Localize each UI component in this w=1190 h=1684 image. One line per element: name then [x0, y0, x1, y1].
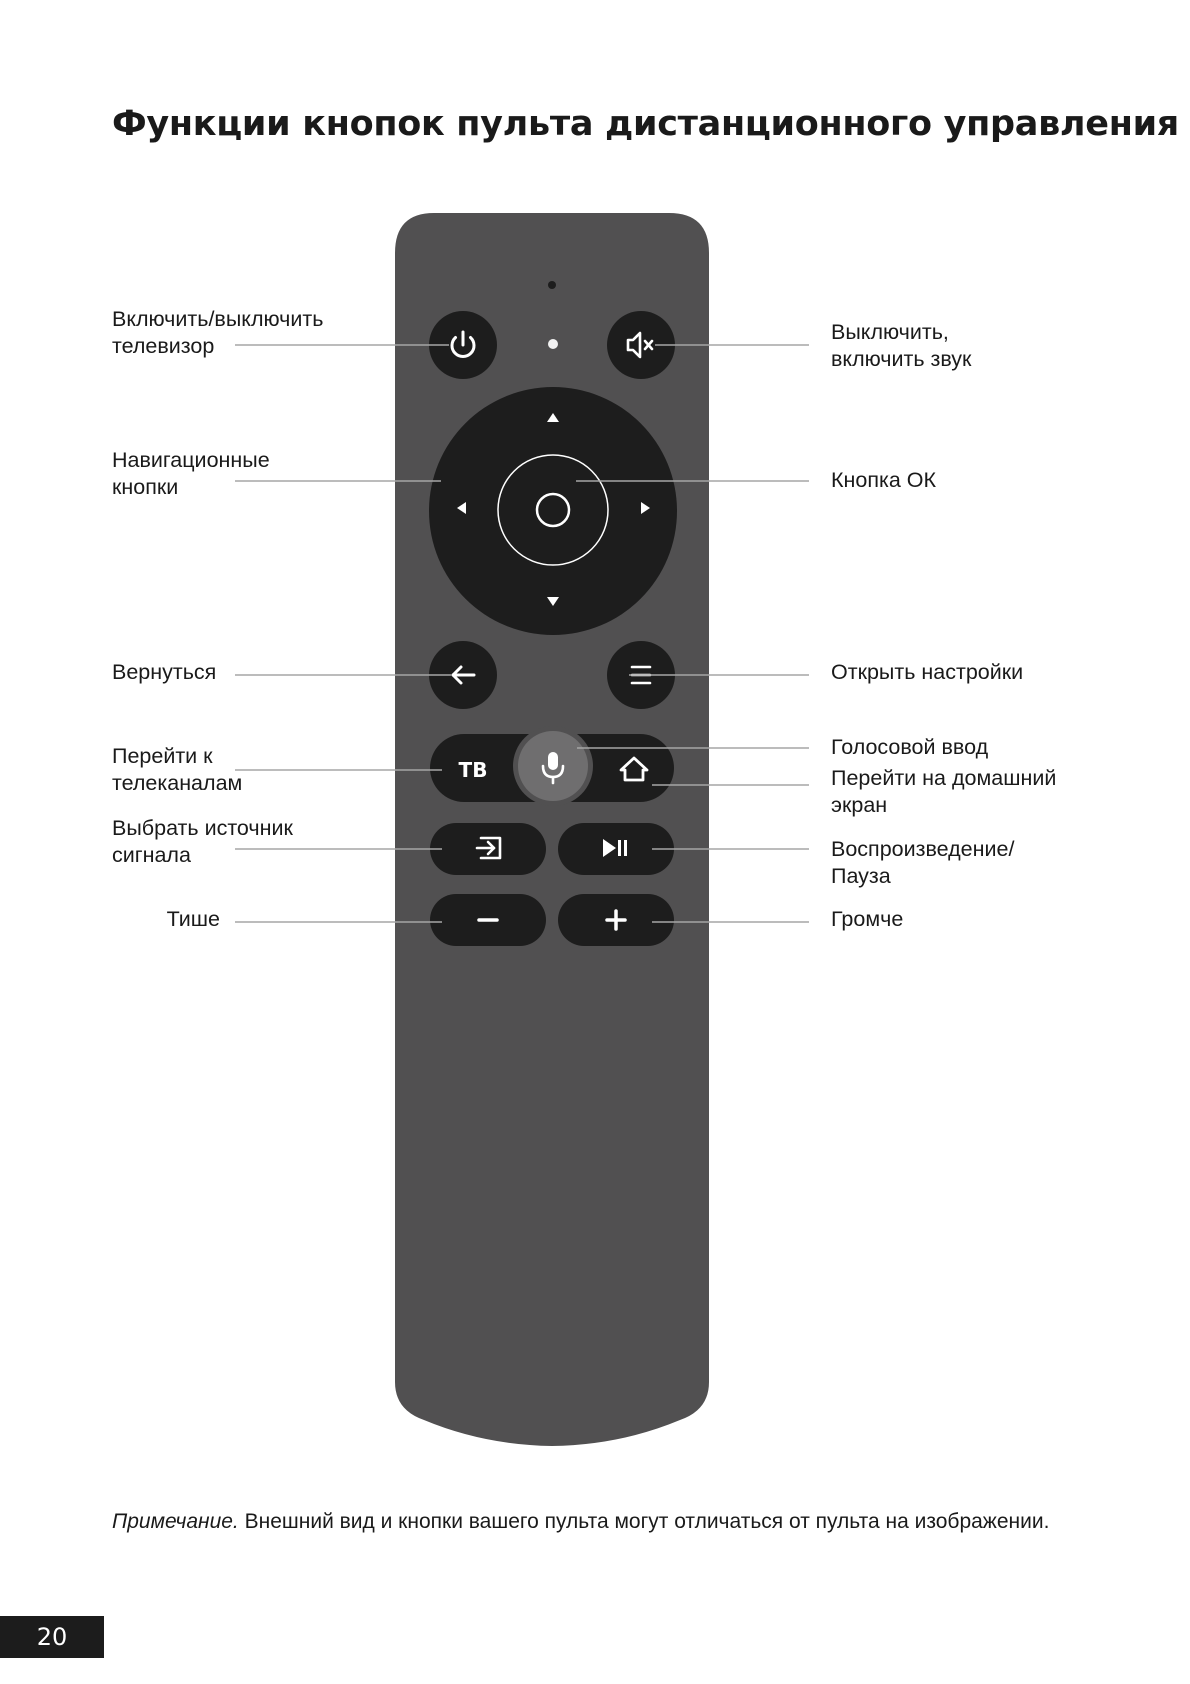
source-button[interactable]: [430, 823, 546, 875]
footnote-text: Внешний вид и кнопки вашего пульта могут…: [238, 1510, 1050, 1533]
ok-circle-icon: [535, 492, 571, 528]
input-source-icon: [475, 836, 502, 860]
label-volume-up: Громче: [831, 907, 904, 931]
footnote: Примечание. Внешний вид и кнопки вашего …: [112, 1510, 1049, 1534]
nav-left-arrow[interactable]: [457, 502, 466, 514]
microphone-icon: [541, 752, 565, 785]
back-button[interactable]: [429, 641, 497, 709]
label-tv-channels: Перейти к телеканалам: [112, 744, 243, 795]
ok-button[interactable]: [497, 454, 609, 566]
volume-down-button[interactable]: [430, 894, 546, 946]
ir-led: [548, 281, 556, 289]
label-back: Вернуться: [112, 660, 217, 684]
voice-button[interactable]: [513, 726, 593, 806]
label-voice: Голосовой ввод: [831, 735, 989, 759]
label-volume-down: Тише: [166, 907, 220, 931]
nav-down-arrow[interactable]: [547, 597, 559, 606]
volume-up-button[interactable]: [558, 894, 674, 946]
nav-up-arrow[interactable]: [547, 413, 559, 422]
plus-icon: [605, 909, 627, 931]
mute-icon: [626, 331, 654, 359]
page-title: Функции кнопок пульта дистанционного упр…: [112, 104, 1179, 144]
leader-lines: [235, 344, 809, 923]
label-power: Включить/выключить телевизор: [112, 307, 324, 358]
arrow-left-icon: [451, 665, 476, 685]
home-icon: [619, 756, 649, 782]
power-icon: [450, 330, 476, 359]
footnote-prefix: Примечание.: [112, 1510, 239, 1533]
label-mute: Выключить, включить звук: [831, 320, 972, 371]
power-button[interactable]: [429, 311, 497, 379]
label-settings: Открыть настройки: [831, 660, 1024, 684]
tv-button[interactable]: ТВ: [459, 758, 488, 782]
page-number: 20: [0, 1616, 104, 1658]
indicator-led: [548, 339, 558, 349]
play-pause-icon: [603, 839, 627, 857]
label-source: Выбрать источник сигнала: [112, 816, 293, 867]
label-ok: Кнопка ОК: [831, 468, 937, 492]
label-play-pause: Воспроизведение/ Пауза: [831, 837, 1015, 888]
label-home: Перейти на домашний экран: [831, 766, 1057, 817]
label-navigation: Навигационные кнопки: [112, 448, 270, 499]
home-button[interactable]: [619, 756, 649, 782]
mute-button[interactable]: [607, 311, 675, 379]
nav-right-arrow[interactable]: [641, 502, 650, 514]
play-pause-button[interactable]: [558, 823, 674, 875]
